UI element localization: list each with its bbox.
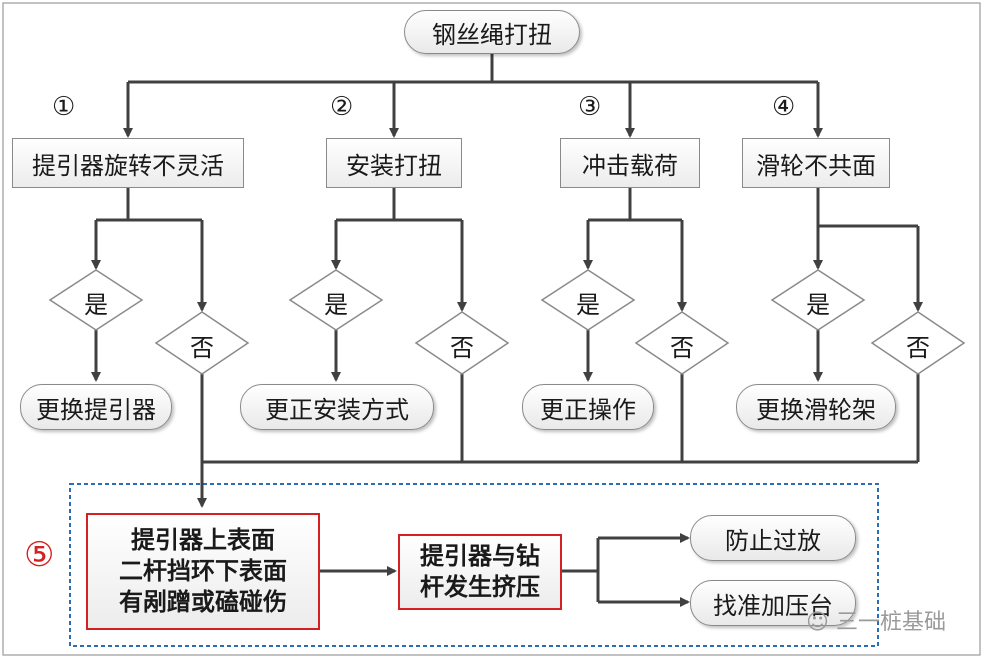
branch1-no-label: 否 xyxy=(190,334,214,362)
branch2-number: ② xyxy=(330,92,354,122)
root-connector xyxy=(128,52,818,84)
branch4-number: ④ xyxy=(772,92,796,122)
branch2-yes-label: 是 xyxy=(324,291,348,319)
branch4-no-label: 否 xyxy=(906,334,930,362)
damage-box: 提引器上表面 二杆挡环下表面 有剐蹭或磕碰伤 xyxy=(86,513,320,630)
branch1-number: ① xyxy=(52,92,76,122)
outcome-1: 防止过放 xyxy=(690,515,856,561)
branch1-yes-diamond xyxy=(48,269,144,331)
branch3-split xyxy=(588,188,682,222)
branch3-no-label: 否 xyxy=(670,334,694,362)
branch4-split xyxy=(816,188,918,230)
branch1-yes-label: 是 xyxy=(84,291,108,319)
branch4-yes-diamond xyxy=(770,269,866,331)
cause-1: 提引器旋转不灵活 xyxy=(12,138,244,188)
cause-3: 冲击载荷 xyxy=(560,138,700,188)
outcome-2: 找准加压台 xyxy=(690,580,856,626)
branch2-yes-diamond xyxy=(288,269,384,331)
outcome-split xyxy=(562,538,600,602)
branch3-yes-diamond xyxy=(540,269,636,331)
cause-4: 滑轮不共面 xyxy=(742,138,890,188)
action-3: 更正操作 xyxy=(522,384,654,430)
action-2: 更正安装方式 xyxy=(240,384,434,430)
watermark-text: 三一桩基础 xyxy=(835,610,946,635)
section5-frame xyxy=(69,483,879,647)
no-collector xyxy=(200,374,920,464)
branch2-split xyxy=(336,188,462,222)
action-1: 更换提引器 xyxy=(20,384,172,430)
branch4-yes-label: 是 xyxy=(806,291,830,319)
squeeze-box: 提引器与钻 杆发生挤压 xyxy=(398,534,562,610)
wechat-icon: ☺ xyxy=(806,610,829,635)
branch2-no-diamond xyxy=(414,311,510,375)
branch1-no-diamond xyxy=(154,311,250,375)
action-4: 更换滑轮架 xyxy=(736,384,896,430)
branch2-no-label: 否 xyxy=(450,334,474,362)
branch3-no-diamond xyxy=(634,311,730,375)
cause-2: 安装打扭 xyxy=(326,138,462,188)
section5-number: ⑤ xyxy=(24,535,55,575)
root-node: 钢丝绳打扭 xyxy=(404,10,580,54)
branch3-yes-label: 是 xyxy=(576,291,600,319)
branch3-number: ③ xyxy=(578,92,602,122)
branch4-no-diamond xyxy=(870,311,966,375)
watermark: ☺ 三一桩基础 xyxy=(806,604,946,636)
branch1-split xyxy=(96,188,202,222)
